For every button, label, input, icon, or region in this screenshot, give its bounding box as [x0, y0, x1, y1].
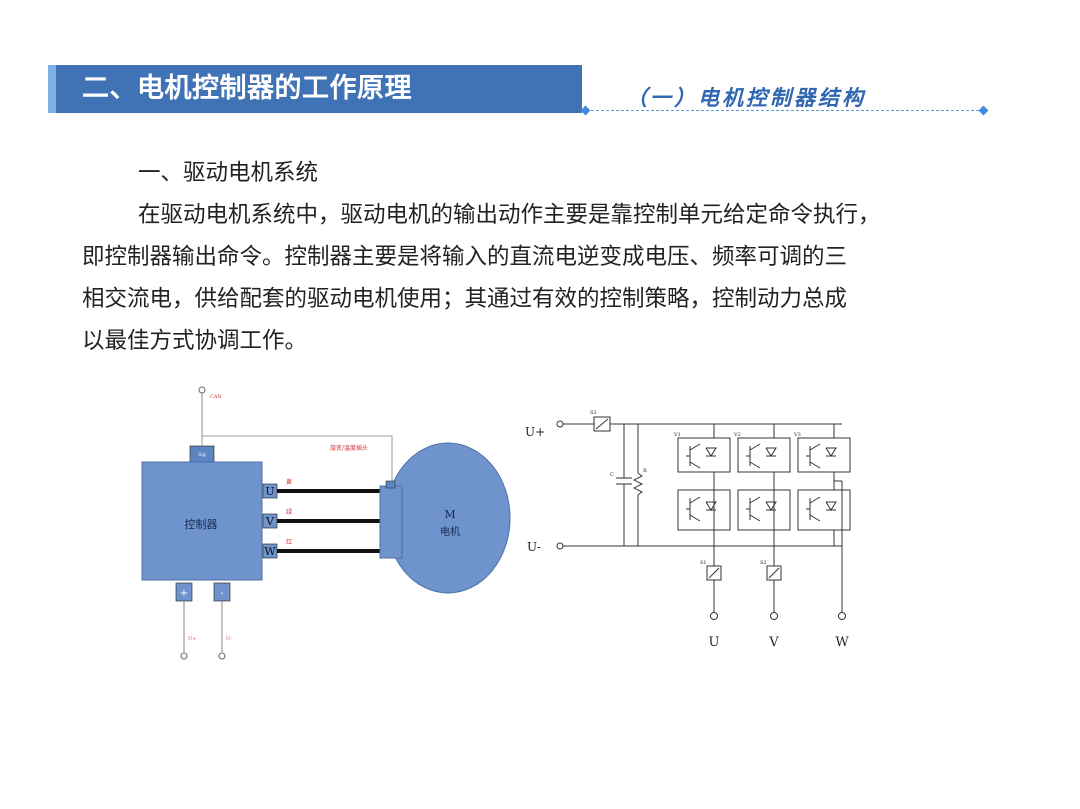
- section-heading: 一、驱动电机系统: [138, 160, 319, 186]
- dc-minus-label: -: [220, 588, 223, 599]
- controller-box: [141, 461, 263, 581]
- sensor-label: 旋变/温度插头: [330, 444, 368, 452]
- wire-v-color: 绿: [286, 508, 292, 516]
- v2-label: V2: [733, 432, 741, 438]
- header-bar: [48, 65, 582, 113]
- body-text: 一、驱动电机系统 在驱动电机系统中，驱动电机的输出动作主要是靠控制单元给定命令执…: [82, 152, 1022, 362]
- u-minus-label: U-: [527, 540, 541, 554]
- leg-u: [677, 424, 731, 620]
- paragraph-line: 在驱动电机系统中，驱动电机的输出动作主要是靠控制单元给定命令执行，: [138, 202, 881, 228]
- dc-plus-note: U+: [188, 636, 196, 642]
- motor-label: 电机: [440, 525, 460, 538]
- c-label: C: [610, 472, 614, 478]
- motor-terminal-box: [379, 485, 403, 559]
- s2-label: S2: [760, 560, 767, 566]
- sensor-plug: [385, 480, 396, 489]
- s3-slash: [595, 418, 609, 430]
- dc-plus-end: [180, 652, 188, 660]
- page-title: 二、电机控制器的工作原理: [82, 73, 412, 104]
- dc-minus-note: U-: [226, 636, 232, 642]
- wire-u-color: 黄: [286, 478, 292, 486]
- motor-label-m: M: [444, 508, 455, 521]
- r-label: R: [643, 468, 647, 474]
- output-v-label: V: [768, 635, 779, 650]
- sensor-wire: [201, 435, 393, 486]
- paragraph-line: 相交流电，供给配套的驱动电机使用；其通过有效的控制策略，控制动力总成: [82, 286, 848, 312]
- leg-w: [797, 424, 851, 620]
- inverter-circuit: U+ U- S3 C R: [525, 410, 851, 650]
- resistor: [632, 472, 644, 496]
- signal-connector-label: Sig: [198, 452, 206, 458]
- dc-minus-end: [218, 652, 226, 660]
- controller-label: 控制器: [185, 517, 218, 531]
- phase-v-label: V: [265, 515, 275, 528]
- underline-end-dot: [978, 105, 989, 116]
- u-plus-terminal: [556, 420, 564, 428]
- v3-label: V3: [793, 432, 801, 438]
- header-accent: [48, 65, 56, 113]
- system-diagram: CAN Sig 旋变/温度插头 控制器 U V W 黄 绿 红 M 电机 + -…: [141, 386, 851, 660]
- underline-start-dot: [580, 105, 591, 116]
- controller-motor-diagram: CAN Sig 旋变/温度插头 控制器 U V W 黄 绿 红 M 电机 + -…: [141, 386, 511, 660]
- v1-label: V1: [673, 432, 681, 438]
- s1-label: S1: [700, 560, 707, 566]
- dc-plus-label: +: [180, 588, 188, 599]
- u-minus-terminal: [556, 542, 564, 550]
- u-plus-label: U+: [525, 425, 545, 439]
- phase-w-label: W: [264, 545, 276, 558]
- phase-u-label: U: [265, 485, 274, 498]
- paragraph-line: 即控制器输出命令。控制器主要是将输入的直流电逆变成电压、频率可调的三: [82, 244, 848, 270]
- s3-label: S3: [590, 410, 597, 416]
- wire-w-color: 红: [286, 538, 292, 546]
- paragraph-line: 以最佳方式协调工作。: [82, 328, 308, 354]
- page-subtitle: （一）电机控制器结构: [626, 85, 866, 110]
- subtitle-underline: [586, 110, 984, 111]
- can-terminal: [198, 386, 206, 394]
- output-w-label: W: [835, 635, 849, 650]
- can-label: CAN: [210, 394, 222, 400]
- leg-v: [737, 424, 791, 620]
- output-u-label: U: [709, 635, 720, 650]
